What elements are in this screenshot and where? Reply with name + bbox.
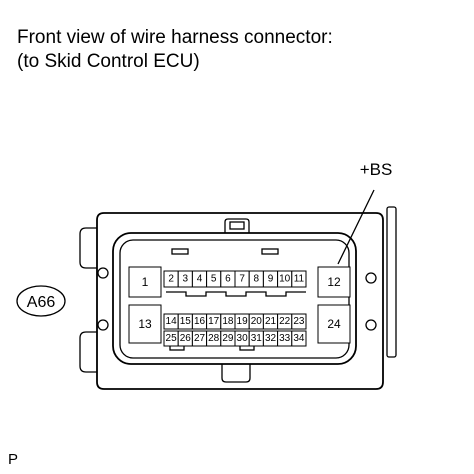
pin-10: 10 [279, 274, 291, 285]
mount-hole [97, 319, 109, 331]
pin-cell [128, 304, 162, 344]
pin-cell [291, 330, 307, 347]
pin-27: 27 [194, 333, 206, 344]
pin-22: 22 [279, 316, 291, 327]
pin-rib [166, 291, 306, 297]
pin-24: 24 [327, 317, 341, 331]
mount-hole [97, 267, 109, 279]
pin-31: 31 [251, 333, 263, 344]
pin-25: 25 [166, 333, 178, 344]
pin-11: 11 [294, 274, 305, 285]
pin-29: 29 [222, 333, 234, 344]
pin-2: 2 [168, 274, 174, 285]
terminal-label: +BS [360, 160, 393, 179]
terminal-leader [337, 189, 375, 265]
inner-shroud [112, 232, 357, 365]
pin-4: 4 [197, 274, 203, 285]
pin-13: 13 [138, 317, 152, 331]
key [261, 248, 279, 255]
pin-cell [291, 313, 307, 330]
key [171, 248, 189, 255]
connector-housing [96, 212, 384, 390]
pin-20: 20 [251, 316, 263, 327]
pin-19: 19 [237, 316, 249, 327]
title-line-2: (to Skid Control ECU) [17, 51, 200, 72]
pin-34: 34 [293, 333, 305, 344]
connector-code: A66 [27, 294, 56, 311]
pin-5: 5 [211, 274, 217, 285]
pin-cell [317, 266, 351, 298]
corner-letter: P [8, 451, 18, 468]
bottom-lock [221, 364, 251, 383]
mount-hole [365, 272, 377, 284]
pin-cell [317, 304, 351, 344]
pin-cell [291, 270, 307, 288]
left-tab-lower [79, 331, 97, 373]
connector-code-ellipse [16, 285, 66, 317]
pin-7: 7 [239, 274, 245, 285]
side-latch [386, 206, 397, 358]
pin-9: 9 [268, 274, 274, 285]
pin-3: 3 [183, 274, 189, 285]
top-lock [224, 218, 250, 233]
pin-18: 18 [222, 316, 234, 327]
pin-1: 1 [142, 275, 149, 289]
pin-6: 6 [225, 274, 231, 285]
title-line-1: Front view of wire harness connector: [17, 27, 333, 48]
pin-28: 28 [208, 333, 220, 344]
pin-30: 30 [237, 333, 249, 344]
pin-16: 16 [194, 316, 206, 327]
pin-23: 23 [293, 316, 305, 327]
pin-14: 14 [166, 316, 178, 327]
inner-shroud-rim [119, 239, 350, 359]
pin-26: 26 [180, 333, 192, 344]
pin-17: 17 [208, 316, 220, 327]
pin-12: 12 [327, 275, 341, 289]
pin-15: 15 [180, 316, 192, 327]
pin-21: 21 [265, 316, 277, 327]
pin-8: 8 [254, 274, 260, 285]
left-tab-upper [79, 227, 97, 269]
pin-32: 32 [265, 333, 277, 344]
pin-cell [128, 266, 162, 298]
mount-hole [365, 319, 377, 331]
pin-33: 33 [279, 333, 291, 344]
